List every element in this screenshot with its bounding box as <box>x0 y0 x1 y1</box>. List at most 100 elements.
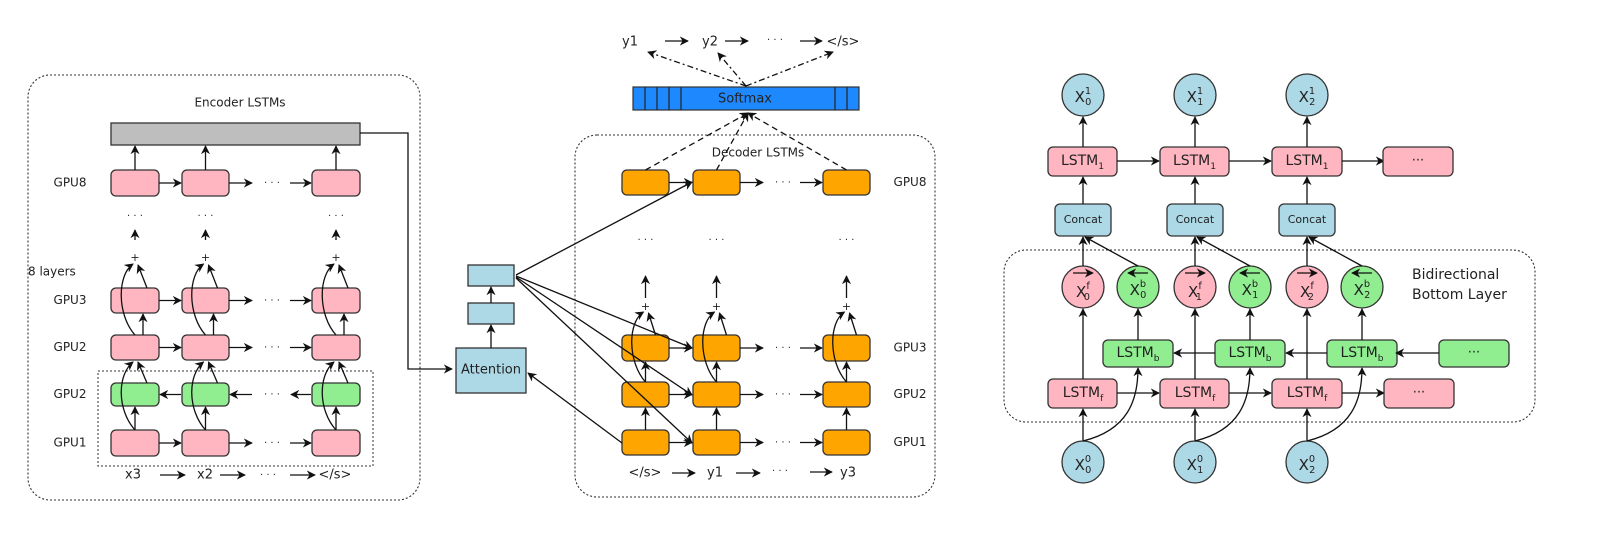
input-to-backward-arrow <box>1082 367 1143 442</box>
lstm-forward-label: LSTMf <box>1175 385 1216 404</box>
subscript: 0 <box>1084 292 1090 303</box>
ellipsis: · · · <box>260 470 276 481</box>
symbol: X <box>1075 456 1085 474</box>
gpu-label: GPU2 <box>54 340 87 354</box>
encoder-lstm-cell <box>110 334 160 361</box>
ellipsis: · · · <box>264 438 280 449</box>
ellipsis: · · · <box>264 296 280 307</box>
encoder-lstm-cell <box>110 382 160 407</box>
superscript: 0 <box>1197 454 1203 465</box>
attention-context-arrow <box>515 275 693 350</box>
encoder-to-attention-arrow <box>360 132 453 374</box>
decoder-lstm-cell <box>621 169 670 196</box>
residual-plus: + <box>842 300 851 313</box>
subscript: 2 <box>1308 292 1314 303</box>
ellipsis: · · · <box>775 178 791 189</box>
symbol: X <box>1242 281 1252 299</box>
residual-arrow <box>321 263 337 336</box>
up-arrow <box>1084 236 1139 267</box>
bidirectional-layers-region <box>97 370 374 467</box>
decoder-lstm-cell <box>822 334 871 362</box>
lstm-forward-label: LSTMf <box>1287 385 1328 404</box>
ellipsis: ··· <box>1412 154 1424 169</box>
symbol: LSTM <box>1063 385 1100 401</box>
encoder-input-token: </s> <box>319 468 352 483</box>
up-arrow <box>338 361 349 384</box>
gpu-label: GPU8 <box>54 176 87 190</box>
subscript: b <box>1378 354 1384 364</box>
ellipsis: · · · <box>709 235 725 246</box>
encoder-lstm-cell <box>311 382 361 407</box>
gpu-label: GPU1 <box>54 436 87 450</box>
decoder-lstm-cell <box>692 381 741 408</box>
symbol: X <box>1076 283 1086 301</box>
lstm1-label: LSTM1 <box>1173 153 1216 172</box>
residual-arrow <box>702 311 717 383</box>
decoder-lstm-cell <box>822 429 871 456</box>
gpu-label: GPU2 <box>54 387 87 401</box>
output-token: y1 <box>622 35 638 50</box>
encoder-lstm-cell <box>110 287 160 314</box>
lstm-backward-label: LSTMb <box>1228 345 1271 364</box>
ellipsis: ··· <box>1413 386 1425 401</box>
encoder-lstm-cell <box>181 429 230 457</box>
ellipsis: · · · <box>264 390 280 401</box>
encoder-lstm-cell <box>181 334 230 361</box>
superscript: 1 <box>1085 86 1091 97</box>
encoder-lstm-cell <box>181 382 230 407</box>
lstm-backward-label: LSTMb <box>1116 345 1159 364</box>
residual-arrow <box>191 361 206 431</box>
subscript: 1 <box>1197 465 1203 476</box>
residual-plus: + <box>130 251 139 264</box>
output-node <box>1061 73 1105 117</box>
output-arrow <box>647 50 747 87</box>
superscript: f <box>1198 281 1202 292</box>
decoder-lstm-cell <box>822 381 871 408</box>
up-arrow <box>646 312 657 336</box>
attention-context-arrow <box>515 277 693 444</box>
ellipsis: ··· <box>1468 346 1480 361</box>
symbol: X <box>1130 281 1140 299</box>
dashed-to-softmax <box>715 112 749 171</box>
ellipsis: · · · <box>772 466 788 477</box>
up-arrow <box>337 264 349 289</box>
lstm1-label: LSTM1 <box>1285 153 1328 172</box>
encoder-lstm-cell <box>311 429 361 457</box>
decoder-lstm-cell <box>621 381 670 408</box>
subscript: b <box>1266 354 1272 364</box>
subscript: f <box>1324 394 1328 404</box>
symbol: X <box>1300 283 1310 301</box>
lstm-forward-continuation-cell <box>1383 378 1455 409</box>
symbol: LSTM <box>1175 385 1212 401</box>
subscript: 1 <box>1323 162 1329 172</box>
bidirectional-region <box>1003 249 1536 423</box>
superscript: b <box>1252 279 1258 290</box>
up-arrow <box>207 361 219 384</box>
symbol: X <box>1187 88 1197 106</box>
ellipsis: · · · <box>775 390 791 401</box>
ellipsis: · · · <box>264 178 280 189</box>
residual-arrow <box>321 361 337 431</box>
residual-arrow <box>832 311 847 383</box>
residual-plus: + <box>712 300 721 313</box>
symbol: LSTM <box>1285 153 1322 169</box>
residual-plus: + <box>331 251 340 264</box>
subscript: 1 <box>1196 292 1202 303</box>
symbol: LSTM <box>1228 345 1265 361</box>
decoder-lstm-cell <box>621 334 670 362</box>
attention-box <box>455 347 527 394</box>
superscript: b <box>1140 279 1146 290</box>
attention-label: Attention <box>461 363 521 378</box>
encoder-region <box>27 74 421 501</box>
layers-label: 8 layers <box>28 265 76 279</box>
decoder-input-token: y1 <box>707 466 723 481</box>
symbol: X <box>1188 283 1198 301</box>
